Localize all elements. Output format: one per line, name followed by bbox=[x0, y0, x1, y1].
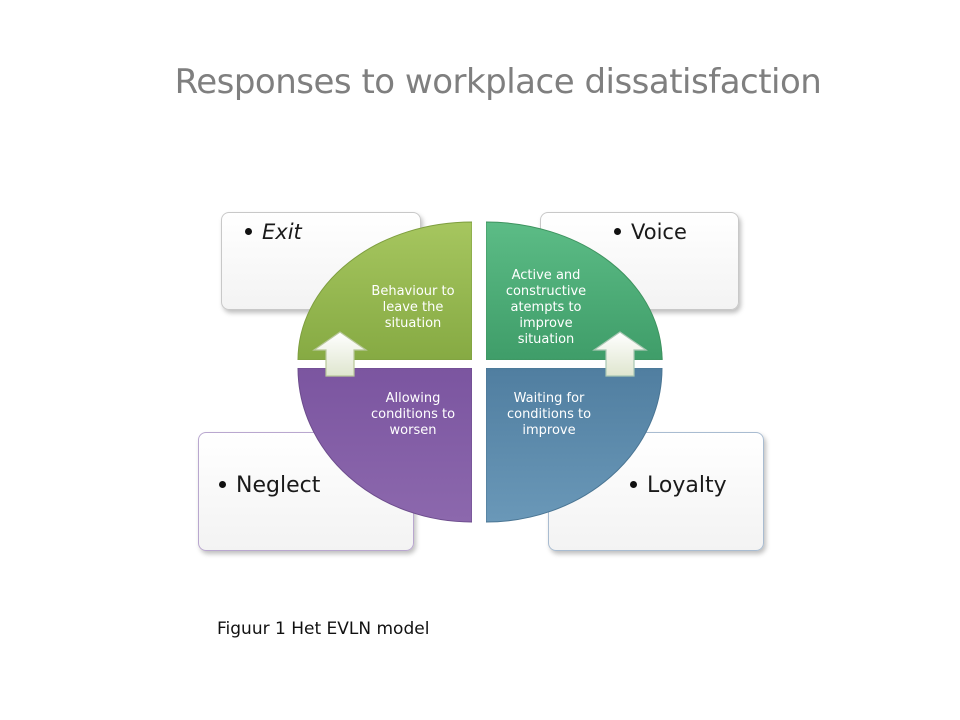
page-title: Responses to workplace dissatisfaction bbox=[174, 62, 822, 102]
quadrant-exit bbox=[297, 221, 473, 361]
figure-caption: Figuur 1 Het EVLN model bbox=[217, 619, 430, 639]
quadrant-voice bbox=[485, 221, 663, 361]
card-loyalty-label: Loyalty bbox=[630, 473, 727, 498]
up-arrow-right-icon bbox=[592, 331, 648, 377]
card-exit-label: Exit bbox=[245, 220, 302, 244]
quadrant-neglect bbox=[297, 367, 473, 523]
quadrant-loyalty bbox=[485, 367, 663, 523]
quadrant-neglect-text: Allowing conditions to worsen bbox=[370, 391, 456, 438]
quadrant-loyalty-text: Waiting for conditions to improve bbox=[506, 391, 592, 438]
quadrant-exit-text: Behaviour to leave the situation bbox=[371, 284, 455, 331]
up-arrow-left-icon bbox=[312, 331, 368, 377]
quadrant-voice-text: Active and constructive atempts to impro… bbox=[505, 268, 587, 347]
card-voice-label: Voice bbox=[614, 220, 687, 244]
card-neglect-label: Neglect bbox=[219, 473, 320, 498]
